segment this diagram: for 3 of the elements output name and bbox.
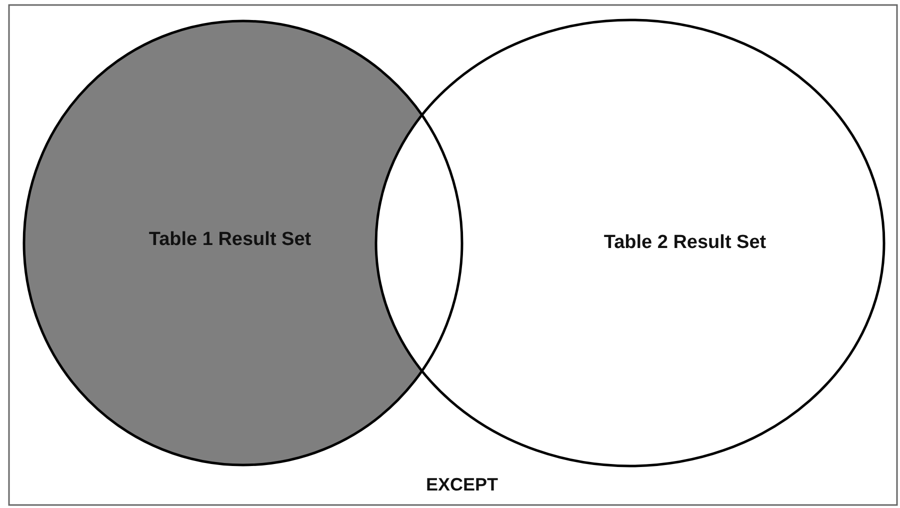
caption: EXCEPT — [426, 474, 498, 496]
set-label: Table 1 Result Set — [148, 229, 312, 251]
set-label: Table 2 Result Set — [604, 232, 766, 254]
